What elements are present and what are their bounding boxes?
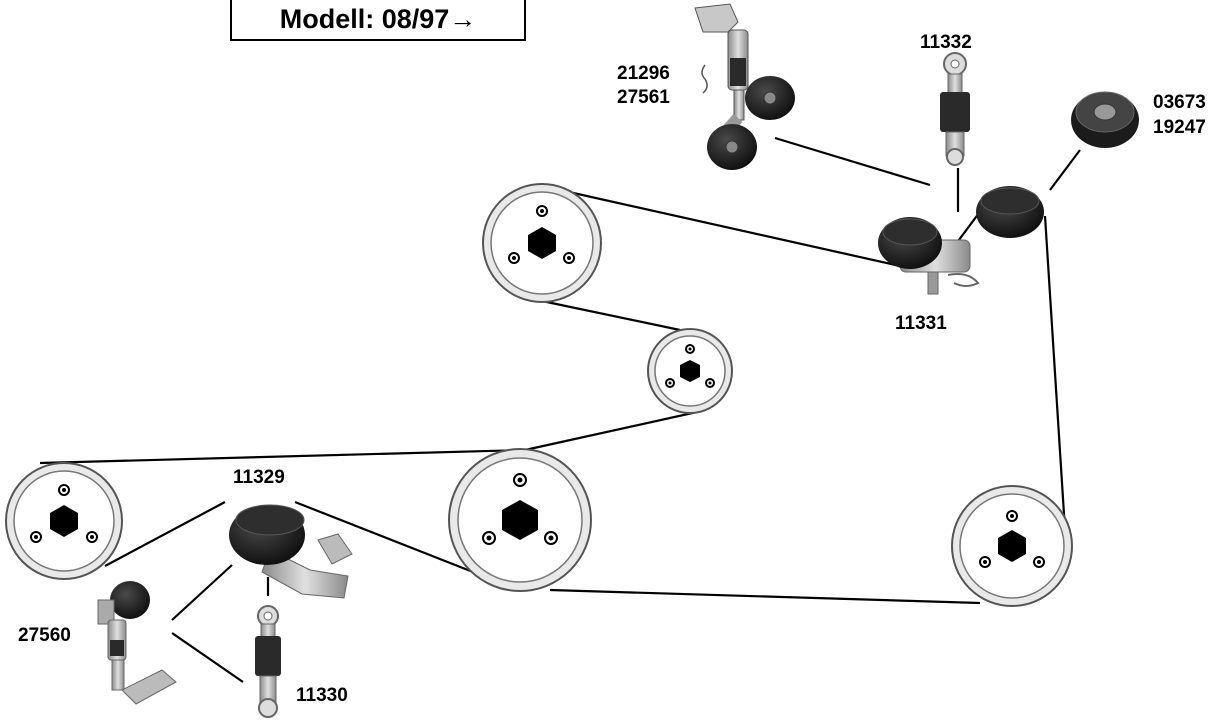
- tensioner-assembly-bottom: [229, 504, 353, 599]
- part-number-19247: 19247: [1153, 117, 1206, 138]
- part-number-11329: 11329: [233, 467, 285, 488]
- part-number-03673: 03673: [1153, 92, 1206, 113]
- part-number-11331: 11331: [895, 313, 947, 334]
- part-number-27561: 27561: [617, 87, 670, 108]
- tensioner-assembly-left: [97, 581, 177, 705]
- idler-roller-top: [1071, 91, 1139, 148]
- shock-absorber-top: [940, 52, 970, 166]
- part-number-27560: 27560: [18, 625, 71, 646]
- double-roller-tensioner: [878, 186, 1044, 295]
- pulley-crankshaft: [448, 448, 592, 592]
- model-label-box: Modell: 08/97→: [230, 0, 526, 41]
- pulley-right: [951, 485, 1073, 607]
- part-number-11330: 11330: [296, 685, 348, 706]
- part-number-11332: 11332: [920, 32, 972, 53]
- pulley-left: [5, 462, 123, 580]
- drive-belt: [39, 188, 1067, 605]
- part-number-21296: 21296: [617, 63, 670, 84]
- pulley-top-left: [482, 183, 602, 303]
- shock-absorber-bottom: [255, 605, 281, 718]
- tensioner-assembly-top: [694, 3, 795, 170]
- pulley-middle-small: [647, 328, 733, 414]
- model-label: Modell: 08/97→: [279, 3, 477, 34]
- leader-lines: [171, 136, 1081, 683]
